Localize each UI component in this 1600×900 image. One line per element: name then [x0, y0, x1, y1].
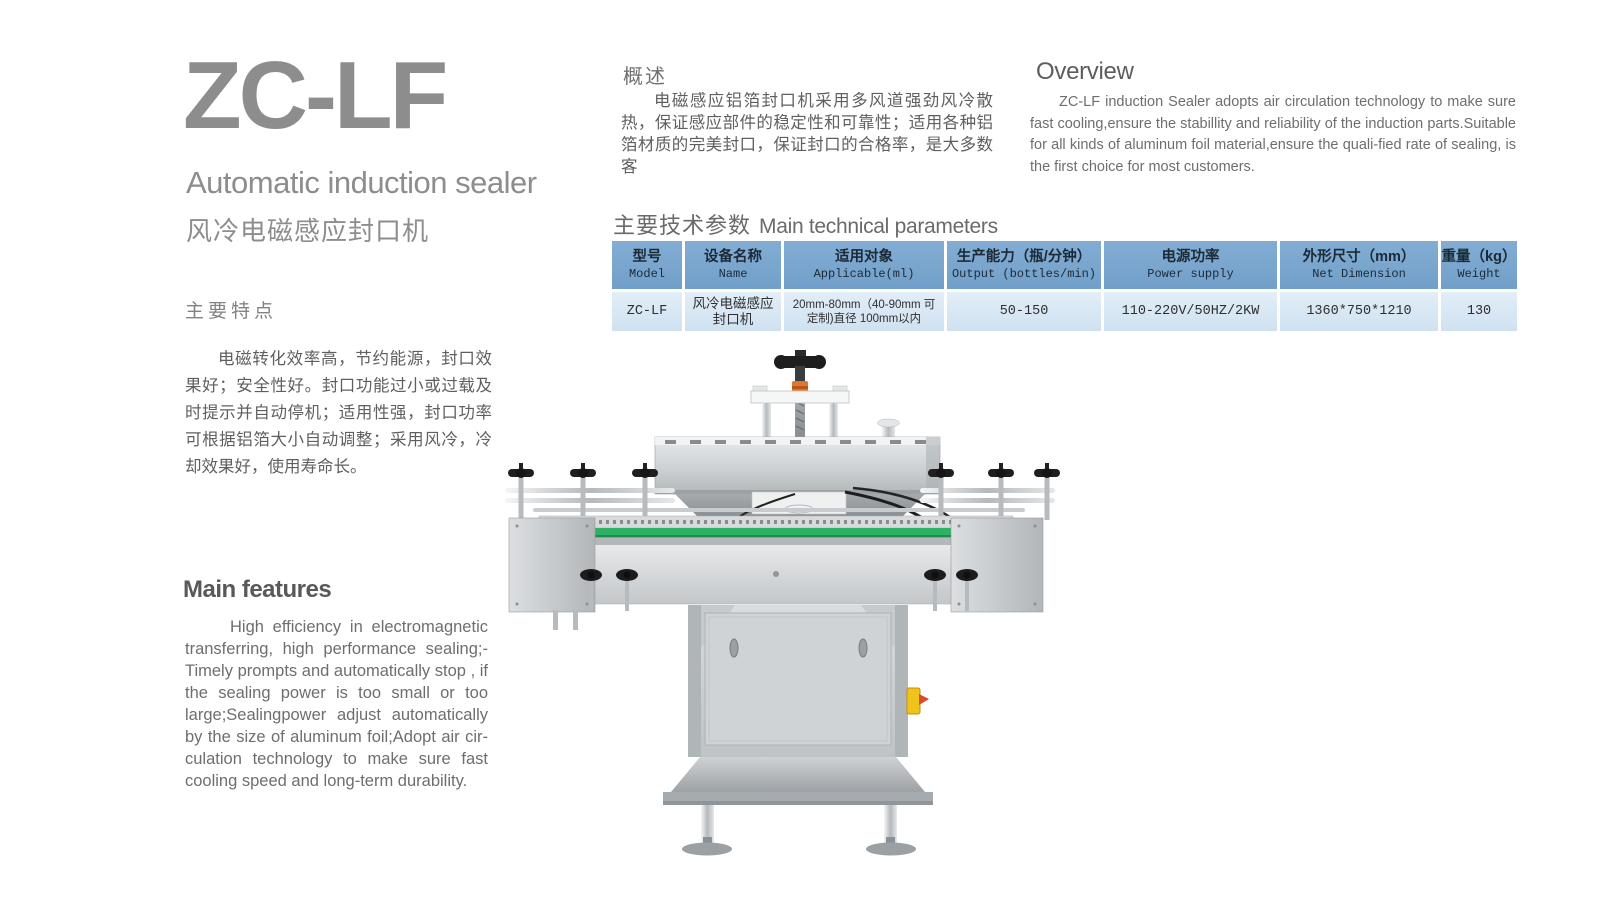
header-model-en: Model: [628, 267, 665, 281]
crank-handle-icon: [774, 350, 826, 439]
cell-weight: 130: [1441, 292, 1517, 331]
overview-en-paragraph: ZC-LF induction Sealer adopts air circul…: [1030, 94, 1516, 175]
header-dimension-cn: 外形尺寸（mm）: [1302, 249, 1416, 265]
door-handle-right: [858, 638, 868, 658]
tech-heading-en: Main technical parameters: [759, 215, 998, 238]
valve-cap: [877, 418, 900, 437]
machine-feet: [682, 805, 916, 856]
header-applicable-en: Applicable(ml): [813, 267, 915, 281]
cabinet-door: [704, 612, 892, 746]
table-header-output: 生产能力（瓶/分钟） Output (bottles/min): [947, 241, 1101, 289]
overview-cn-paragraph: 电磁感应铝箔封口机采用多风道强劲风冷散热，保证感应部件的稳定性和可靠性；适用各种…: [621, 92, 993, 176]
page-title: ZC-LF: [183, 42, 448, 149]
header-weight-cn: 重量（kg）: [1441, 249, 1517, 265]
header-power-en: Power supply: [1147, 267, 1234, 281]
door-handle-left: [729, 638, 739, 658]
header-output-cn: 生产能力（瓶/分钟）: [956, 249, 1092, 265]
machine-illustration: [505, 350, 1060, 856]
header-model-cn: 型号: [632, 249, 662, 265]
cell-model: ZC-LF: [612, 292, 682, 331]
subtitle-chinese: 风冷电磁感应封口机: [186, 216, 430, 247]
tech-parameters-heading: 主要技术参数 Main technical parameters: [613, 208, 998, 240]
features-en-heading: Main features: [183, 576, 332, 603]
conveyor: [508, 515, 1044, 630]
tech-heading-cn: 主要技术参数: [613, 213, 752, 238]
table-header-applicable: 适用对象 Applicable(ml): [784, 241, 944, 289]
table-header-dimension: 外形尺寸（mm） Net Dimension: [1280, 241, 1438, 289]
header-name-cn: 设备名称: [704, 249, 762, 265]
tech-parameters-table: 型号 Model 设备名称 Name 适用对象 Applicable(ml) 生…: [612, 241, 1517, 331]
head-bracket: [750, 385, 850, 439]
header-weight-en: Weight: [1457, 267, 1501, 281]
overview-cn-heading: 概述: [623, 66, 667, 88]
cell-name: 风冷电磁感应封口机: [685, 292, 781, 331]
table-header-weight: 重量（kg） Weight: [1441, 241, 1517, 289]
header-power-cn: 电源功率: [1161, 249, 1220, 265]
header-name-en: Name: [718, 267, 748, 281]
machine-base: [663, 757, 933, 805]
table-header-model: 型号 Model: [612, 241, 682, 289]
features-cn-heading: 主要特点: [185, 301, 278, 322]
subtitle-english: Automatic induction sealer: [186, 165, 537, 201]
power-switch: [906, 687, 921, 715]
header-output-en: Output (bottles/min): [951, 267, 1097, 281]
clamp-knobs: [508, 463, 1060, 520]
header-dimension-en: Net Dimension: [1312, 267, 1406, 281]
table-header-name: 设备名称 Name: [685, 241, 781, 289]
cell-power: 110-220V/50HZ/2KW: [1104, 292, 1277, 331]
table-header-power: 电源功率 Power supply: [1104, 241, 1277, 289]
features-cn-paragraph: 电磁转化效率高，节约能源，封口效果好；安全性好。封口功能过小或过载及时提示并自动…: [185, 350, 492, 476]
header-applicable-cn: 适用对象: [835, 249, 893, 265]
machine-photo: [495, 342, 1065, 857]
cell-dimension: 1360*750*1210: [1280, 292, 1438, 331]
conveyor-belt-strip: [539, 528, 1013, 537]
title-block: ZC-LF Automatic induction sealer 风冷电磁感应封…: [183, 42, 537, 248]
cell-output: 50-150: [947, 292, 1101, 331]
guide-rails: [505, 488, 1055, 512]
overview-en-heading: Overview: [1036, 58, 1134, 85]
pedestal-cabinet: [688, 605, 929, 757]
features-en-paragraph: High efficiency in electromagnetic trans…: [185, 618, 488, 790]
cell-applicable: 20mm-80mm（40-90mm 可定制)直径 100mm以内: [784, 292, 944, 331]
